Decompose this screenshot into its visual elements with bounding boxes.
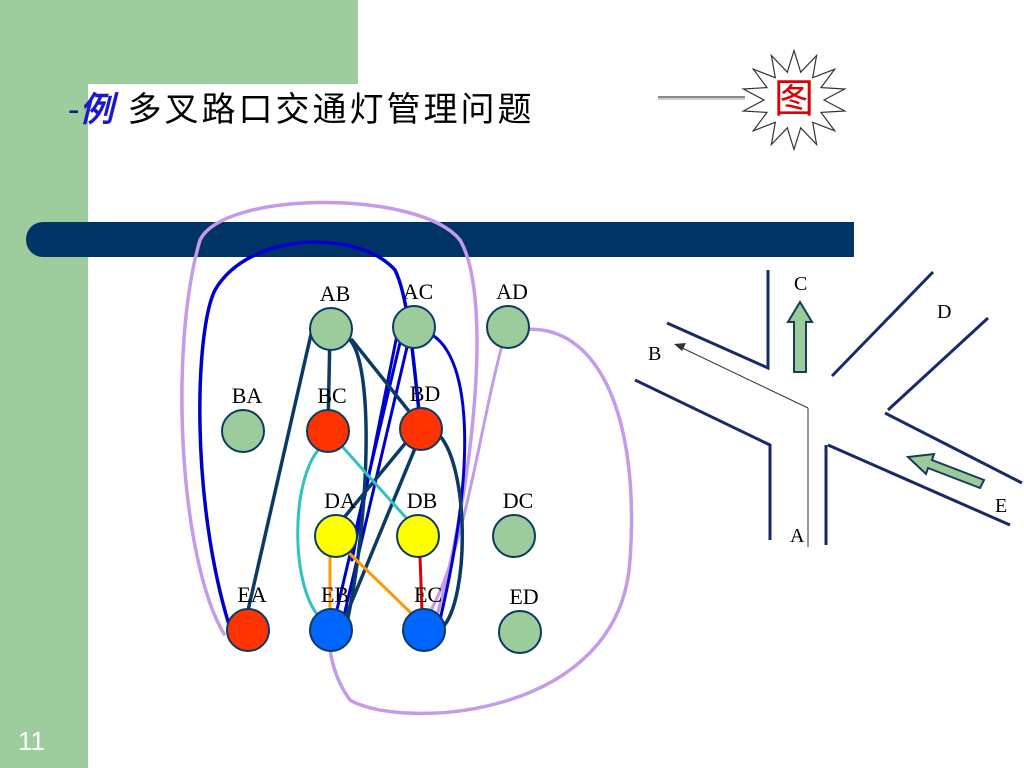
graph-node-label-ea: EA	[237, 582, 266, 607]
title-text: 多叉路口交通灯管理问题	[127, 90, 535, 130]
graph-node-ec	[402, 608, 446, 652]
intersection-labels: A B C D E	[648, 273, 1007, 547]
graph-node-dc	[492, 514, 536, 558]
slide-number: 11	[18, 726, 45, 756]
road-edge	[666, 270, 770, 371]
graph-nodes: AB AC AD BA BC BD DA DB DC EA EB EC ED	[221, 279, 542, 654]
edge-dark-bd-eb	[338, 444, 418, 632]
road-label-d: D	[937, 301, 951, 323]
graph-node-label-dc: DC	[503, 488, 534, 513]
graph-node-label-ad: AD	[496, 279, 528, 304]
edge-teal-bc-db	[338, 442, 410, 522]
graph-node-bd	[399, 407, 443, 451]
top-header-block	[0, 0, 358, 84]
edge-dark-ab-bd	[350, 338, 410, 412]
graph-node-label-ed: ED	[509, 584, 538, 609]
graph-node-ed	[498, 610, 542, 654]
edge-purple-ad-eb	[328, 327, 634, 716]
graph-node-label-ab: AB	[320, 281, 351, 306]
left-sidebar	[0, 0, 88, 768]
arrow-e-to-b-icon	[905, 452, 986, 490]
graph-node-da	[314, 514, 358, 558]
road-edge	[884, 411, 1023, 485]
graph-node-ac	[392, 305, 436, 349]
graph-node-db	[396, 514, 440, 558]
graph-node-label-eb: EB	[321, 582, 349, 607]
road-label-e: E	[995, 495, 1007, 517]
graph-node-label-ac: AC	[403, 279, 434, 304]
road-edge	[886, 316, 990, 412]
graph-node-bc	[306, 409, 350, 453]
road-label-a: A	[790, 525, 805, 547]
title-underline-bar-end	[600, 222, 854, 257]
edge-purple-ad-ec	[423, 333, 507, 622]
graph-node-ab	[309, 307, 353, 351]
page-title: -例多叉路口交通灯管理问题	[68, 82, 535, 131]
starburst-badge[interactable]: 图	[741, 48, 847, 152]
badge-label: 图	[774, 76, 814, 122]
graph-edges	[180, 200, 634, 716]
edge-orange-da-ec	[346, 550, 414, 616]
edge-blue-ac-bc	[350, 328, 400, 562]
graph-node-label-bc: BC	[317, 383, 346, 408]
road-edge	[827, 443, 1011, 527]
arrow-a-to-c-icon	[786, 300, 814, 373]
road-label-b: B	[648, 343, 661, 365]
graph-node-ea	[226, 608, 270, 652]
road-path-b	[675, 344, 809, 409]
edge-red-db-ec	[418, 554, 424, 614]
graph-node-ba	[221, 409, 265, 453]
graph-node-ad	[486, 305, 530, 349]
graph-node-label-db: DB	[407, 488, 438, 513]
intersection-diagram	[634, 270, 1023, 547]
graph-node-label-bd: BD	[410, 381, 441, 406]
title-example-marker: 例	[79, 90, 114, 130]
edge-dark-bd-ec	[434, 430, 465, 630]
road-edge	[830, 270, 935, 378]
edge-purple-ea-bd	[180, 200, 479, 636]
graph-node-label-ba: BA	[232, 383, 263, 408]
starburst-icon	[741, 48, 847, 152]
graph-node-label-ec: EC	[414, 582, 442, 607]
edge-dark-ab-eb	[343, 336, 368, 634]
graph-node-eb	[309, 608, 353, 652]
road-label-c: C	[794, 273, 807, 295]
arrow-head-b-icon	[674, 343, 686, 351]
edge-teal-bc-eb	[296, 446, 324, 622]
graph-node-label-da: DA	[324, 488, 356, 513]
title-dash: -	[68, 90, 80, 130]
edge-dark-bd-da	[340, 438, 410, 522]
edge-blue-ac-ec	[418, 328, 467, 622]
road-edge	[634, 378, 772, 540]
edge-dark-ab-ea	[242, 328, 314, 630]
